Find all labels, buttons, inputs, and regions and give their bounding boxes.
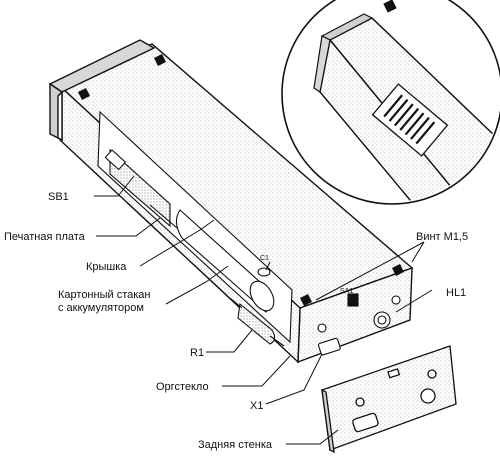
label-cover: Крышка — [86, 261, 127, 273]
leader-screw-b — [315, 241, 425, 301]
leader-c1 — [265, 261, 271, 271]
leader-r1 — [206, 329, 253, 353]
screw-head — [300, 294, 312, 306]
screw-heads — [78, 54, 404, 306]
label-sb1: SB1 — [48, 191, 69, 203]
label-board: Печатная плата — [4, 231, 86, 243]
screw-head — [392, 264, 404, 276]
label-r1: R1 — [190, 347, 204, 359]
label-cup-2: с аккумулятором — [58, 302, 144, 314]
leader-sb1 — [94, 175, 135, 197]
leader-screw-a — [411, 241, 425, 263]
x1-connector — [317, 337, 341, 356]
label-back-wall: Задняя стенка — [198, 439, 273, 451]
label-sa1: SA1 — [340, 288, 353, 295]
leader-board — [96, 217, 161, 237]
screw-head — [154, 54, 166, 66]
leader-lines — [94, 175, 433, 445]
back-wall-led-hole — [420, 388, 436, 404]
leader-hl1 — [395, 289, 433, 313]
sa1-switch — [347, 293, 359, 307]
magnified-detail — [281, 0, 500, 205]
rear-panel-features — [317, 293, 401, 356]
label-hl1: HL1 — [446, 287, 466, 299]
leader-cover — [139, 219, 215, 267]
leader-back-wall — [286, 429, 339, 445]
label-plexi: Оргстекло — [156, 381, 209, 393]
leader-plexi — [222, 355, 291, 387]
leader-cup — [165, 265, 229, 305]
leader-x1 — [265, 353, 323, 405]
screw-head — [78, 88, 90, 100]
label-x1: X1 — [250, 400, 263, 412]
cutaway-window — [97, 110, 293, 347]
labels: SB1 Печатная плата Крышка Картонный стак… — [4, 191, 468, 451]
label-c1: C1 — [260, 255, 269, 262]
label-screw: Винт М1,5 — [416, 231, 468, 243]
back-wall-switch-slot — [387, 368, 401, 379]
back-wall-connector-hole — [352, 412, 379, 433]
label-cup-1: Картонный стакан — [58, 289, 150, 301]
back-wall-panel — [321, 345, 457, 454]
